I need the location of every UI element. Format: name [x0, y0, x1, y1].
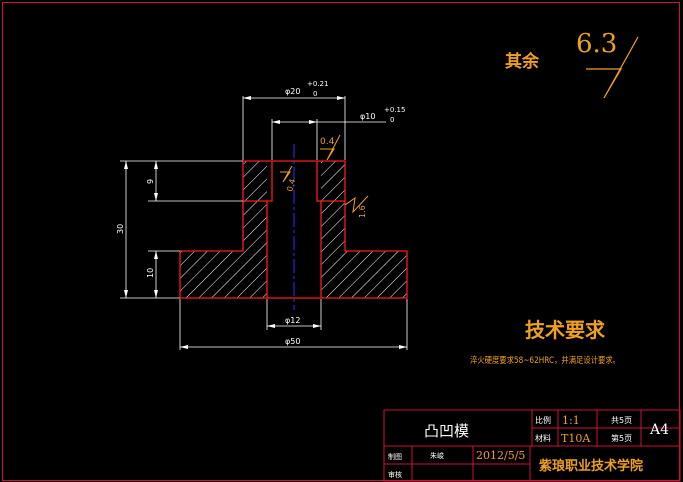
roughness-default-value: 6.3	[576, 29, 617, 59]
material-label: 材料	[535, 433, 551, 443]
dim-hole-dia: φ10	[360, 112, 375, 121]
roughness-side-value: 1.6	[358, 205, 367, 218]
section-hatching	[180, 161, 407, 298]
dim-outer-dia: φ20	[285, 87, 300, 96]
roughness-top: 0.4	[320, 134, 341, 161]
dimension-arrows	[124, 96, 407, 349]
roughness-default-label: 其余	[505, 51, 540, 72]
roughness-default-symbol	[586, 36, 639, 99]
scale-label: 比例	[535, 415, 551, 425]
requirements-text: 淬火硬度要求58~62HRC，并满足设计要求。	[470, 355, 620, 366]
part-outline	[179, 160, 408, 299]
roughness-hole-value: 0.4	[285, 178, 297, 193]
scale-value: 1:1	[562, 414, 580, 427]
dimension-lines	[120, 96, 408, 350]
part-name: 凸凹模	[424, 422, 469, 440]
dim-base-dia-50: φ50	[285, 337, 300, 346]
title-block-lines	[383, 409, 681, 482]
paper-size: A4	[649, 422, 669, 438]
dim-height-9: 9	[146, 179, 155, 184]
roughness-side: 1.6	[344, 195, 369, 218]
roughness-hole: 0.4	[280, 165, 297, 193]
material-value: T10A	[561, 432, 591, 445]
drawn-date: 2012/5/5	[476, 449, 525, 462]
dim-hole-dia-upper: +0.15	[384, 106, 405, 114]
dim-bottom-dia-12: φ12	[285, 316, 300, 325]
drawn-label: 制图	[388, 452, 402, 461]
roughness-top-value: 0.4	[320, 137, 335, 147]
drawn-by: 朱峻	[430, 451, 444, 460]
dim-outer-dia-upper: +0.21	[307, 80, 328, 88]
requirements-title: 技术要求	[525, 318, 606, 342]
dim-outer-dia-lower: 0	[313, 90, 317, 98]
sheet-no: 第5页	[611, 433, 632, 443]
dim-height-30: 30	[116, 224, 125, 234]
sheet-total: 共5页	[611, 416, 632, 425]
school-name: 紫琅职业技术学院	[539, 458, 643, 474]
dim-height-10: 10	[146, 268, 155, 278]
dim-hole-dia-lower: 0	[390, 116, 394, 124]
checked-label: 审核	[388, 470, 402, 479]
